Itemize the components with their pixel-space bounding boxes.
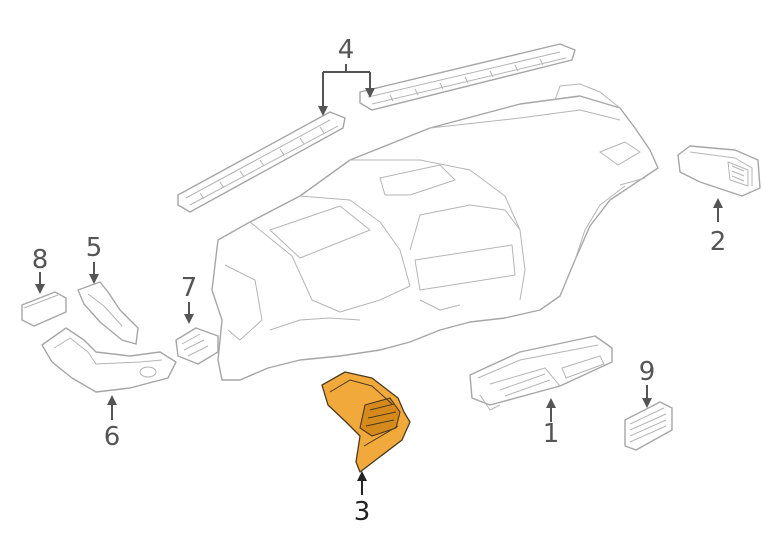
- callout-9: 9: [639, 357, 656, 387]
- side-air-vent-right[interactable]: [677, 145, 761, 197]
- bracket-part-8[interactable]: [21, 291, 67, 327]
- highlighted-side-vent-part-3[interactable]: [321, 371, 411, 473]
- callout-8: 8: [32, 245, 49, 275]
- defroster-grille-left[interactable]: [177, 111, 346, 213]
- connector-part-7[interactable]: [175, 327, 219, 365]
- callout-7: 7: [181, 273, 198, 303]
- center-air-vent[interactable]: [469, 335, 613, 411]
- defroster-grille-right[interactable]: [359, 43, 576, 111]
- callout-2-leader: [713, 198, 723, 222]
- callout-6: 6: [104, 422, 121, 452]
- callout-7-leader: [184, 302, 194, 324]
- callout-6-leader: [107, 395, 117, 420]
- left-air-duct[interactable]: [41, 327, 177, 393]
- callout-3: 3: [354, 497, 371, 527]
- duct-part-5[interactable]: [77, 281, 139, 345]
- small-vent-grille[interactable]: [624, 401, 673, 451]
- instrument-panel: [211, 83, 659, 381]
- callout-4-leaders: [318, 64, 375, 116]
- callout-8-leader: [35, 272, 45, 294]
- callout-1: 1: [543, 419, 560, 449]
- callout-5: 5: [86, 233, 103, 263]
- callout-1-leader: [546, 398, 556, 422]
- callout-9-leader: [642, 385, 652, 408]
- callout-3-leader: [357, 471, 367, 495]
- callout-2: 2: [710, 227, 727, 257]
- callout-5-leader: [89, 262, 99, 284]
- callout-4: 4: [338, 35, 355, 65]
